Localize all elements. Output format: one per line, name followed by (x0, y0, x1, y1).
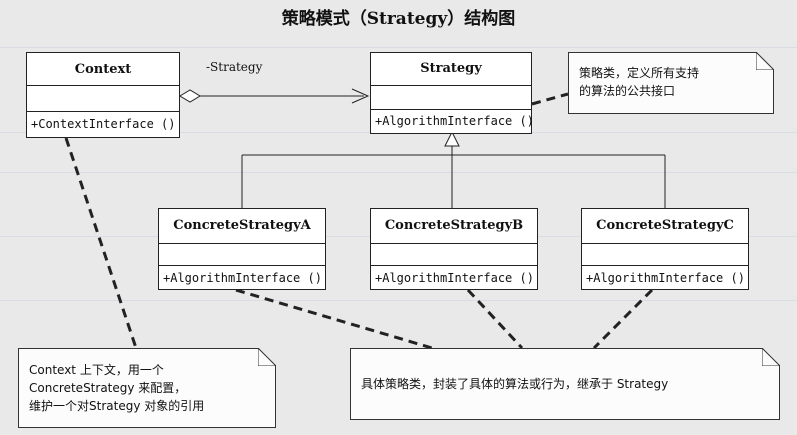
note-line: 的算法的公共接口 (579, 84, 676, 98)
class-divider (582, 243, 748, 244)
class-divider (27, 111, 179, 112)
class-divider (27, 85, 179, 86)
class-name: ConcreteStrategyC (596, 218, 734, 233)
concrete-a-note-link (235, 288, 433, 350)
page-line (0, 172, 797, 173)
note-fold-icon (756, 52, 774, 70)
context-note: Context 上下文，用一个 ConcreteStrategy 来配置， 维护… (18, 348, 276, 428)
strategy-note: 策略类，定义所有支持 的算法的公共接口 (568, 52, 774, 114)
class-name: ConcreteStrategyB (384, 218, 524, 233)
class-name: ConcreteStrategyA (173, 218, 311, 233)
class-divider (371, 109, 531, 110)
class-name: Context (74, 62, 132, 77)
generalization-triangle (444, 130, 460, 147)
page-line (0, 47, 797, 48)
class-concrete-strategy-a: ConcreteStrategyA +AlgorithmInterface () (158, 208, 326, 290)
context-note-link (64, 137, 138, 349)
concrete-c-note-link (592, 288, 654, 350)
note-line: 策略类，定义所有支持 (579, 66, 700, 80)
note-line: Context 上下文，用一个 (29, 363, 164, 377)
class-divider (159, 243, 325, 244)
class-operation: +AlgorithmInterface () (586, 271, 745, 285)
class-operation: +AlgorithmInterface () (375, 114, 534, 128)
note-line: 具体策略类，封装了具体的算法或行为，继承于 Strategy (361, 377, 669, 391)
note-line: 维护一个对Strategy 对象的引用 (29, 399, 205, 413)
class-strategy: Strategy +AlgorithmInterface () (370, 52, 534, 134)
aggregation-diamond (179, 89, 201, 103)
concrete-b-note-link (466, 288, 524, 350)
class-name: Strategy (420, 61, 482, 76)
class-operation: +AlgorithmInterface () (375, 271, 534, 285)
note-line: ConcreteStrategy 来配置， (29, 381, 187, 395)
note-text: 策略类，定义所有支持 的算法的公共接口 (579, 64, 699, 100)
note-fold-icon (762, 348, 780, 366)
page-line (0, 300, 797, 301)
strategy-note-link (531, 92, 569, 106)
note-fold-icon (258, 348, 276, 366)
class-operation: +ContextInterface () (31, 117, 176, 131)
class-divider (582, 265, 748, 266)
class-divider (159, 265, 325, 266)
class-divider (371, 265, 537, 266)
class-concrete-strategy-b: ConcreteStrategyB +AlgorithmInterface () (370, 208, 538, 290)
class-concrete-strategy-c: ConcreteStrategyC +AlgorithmInterface () (581, 208, 749, 290)
class-context: Context +ContextInterface () (26, 52, 180, 138)
concrete-strategy-note: 具体策略类，封装了具体的算法或行为，继承于 Strategy (350, 348, 780, 420)
association-label: -Strategy (206, 60, 263, 74)
class-divider (371, 85, 531, 86)
class-divider (371, 243, 537, 244)
association-arrowhead (351, 88, 370, 104)
diagram-title: 策略模式（Strategy）结构图 (281, 9, 516, 29)
class-operation: +AlgorithmInterface () (163, 271, 322, 285)
note-text: Context 上下文，用一个 ConcreteStrategy 来配置， 维护… (29, 361, 204, 415)
note-text: 具体策略类，封装了具体的算法或行为，继承于 Strategy (361, 375, 668, 393)
